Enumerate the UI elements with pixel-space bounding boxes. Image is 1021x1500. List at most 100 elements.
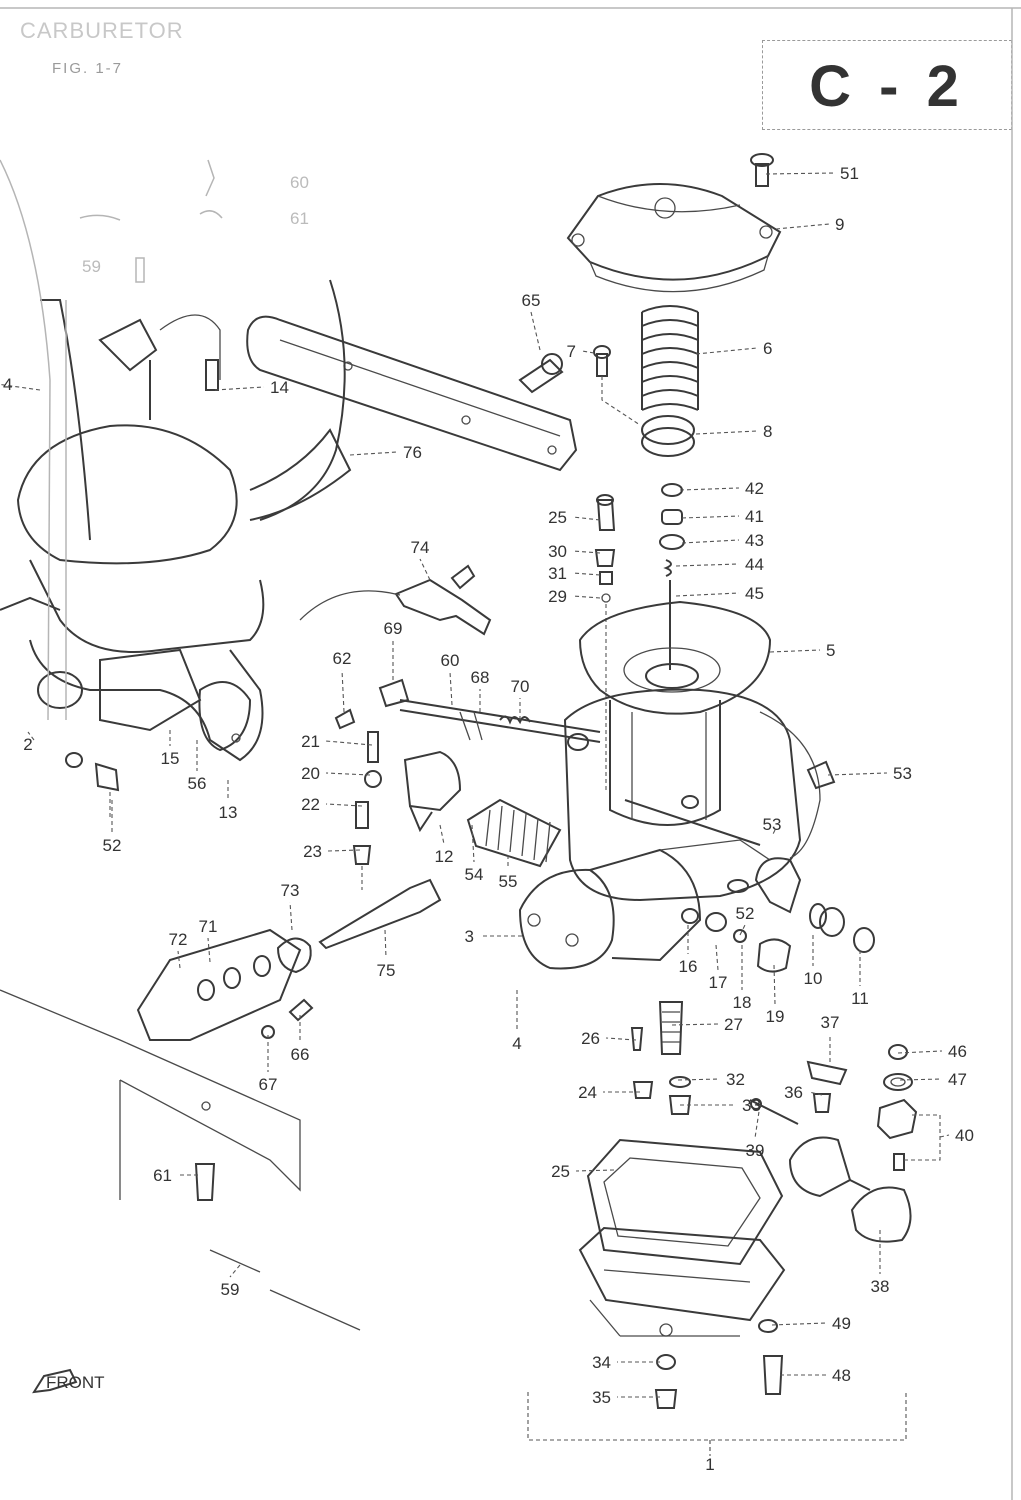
part-label-60: 60 [441, 651, 460, 670]
leader-line-76 [349, 451, 398, 456]
part-label-44: 44 [745, 555, 764, 574]
part-label-68: 68 [471, 668, 490, 687]
leader-line-54 [471, 824, 475, 863]
leader-line-32 [677, 1078, 721, 1081]
leader-line-40 [939, 1134, 950, 1138]
left-carburetor-assembly [0, 279, 352, 820]
part-label-53b: 53 [763, 815, 782, 834]
leader-line-29 [572, 595, 601, 599]
faint-ghost-parts [0, 159, 223, 721]
retainer-screw [593, 345, 641, 426]
leader-line-43 [681, 539, 740, 544]
leader-line-39 [754, 1104, 761, 1139]
part-label-70: 70 [511, 677, 530, 696]
leader-line-5 [769, 649, 821, 653]
part-label-38: 38 [871, 1277, 890, 1296]
part-label-2: 2 [23, 735, 32, 754]
part-label-7: 7 [567, 342, 576, 361]
part-label-5: 5 [826, 641, 835, 660]
faint-part-label-61: 61 [290, 209, 309, 228]
part-label-20: 20 [301, 764, 320, 783]
part-label-35: 35 [592, 1388, 611, 1407]
part-label-26: 26 [581, 1029, 600, 1048]
part-label-54: 54 [465, 865, 484, 884]
part-label-65: 65 [522, 291, 541, 310]
leader-line-7 [581, 350, 595, 354]
part-label-48: 48 [832, 1366, 851, 1385]
starter-plunger [403, 750, 562, 868]
leader-line-53b [771, 829, 776, 837]
part-label-32: 32 [726, 1070, 745, 1089]
part-label-53a: 53 [893, 764, 912, 783]
leader-line-42 [679, 487, 740, 491]
leader-lines [0, 172, 950, 1452]
part-label-16: 16 [679, 957, 698, 976]
leader-line-14 [214, 386, 265, 391]
leader-line-25a [572, 516, 601, 521]
leader-line-53a [827, 772, 888, 776]
part-label-4b: 4 [512, 1034, 521, 1053]
needle-retainer [641, 415, 695, 457]
part-label-22: 22 [301, 795, 320, 814]
leader-line-49 [771, 1322, 827, 1326]
part-label-13: 13 [219, 803, 238, 822]
main-jet-stack [630, 1001, 848, 1125]
part-label-72: 72 [169, 930, 188, 949]
part-label-25a: 25 [548, 508, 567, 527]
part-label-17: 17 [709, 973, 728, 992]
part-label-51: 51 [840, 164, 859, 183]
leader-line-44 [675, 563, 740, 567]
part-label-6: 6 [763, 339, 772, 358]
leader-line-27 [671, 1023, 719, 1026]
part-label-66: 66 [291, 1045, 310, 1064]
side-fittings [681, 903, 875, 973]
part-label-61: 61 [153, 1166, 172, 1185]
section-badge-text: C - 2 [809, 54, 965, 119]
part-label-46: 46 [948, 1042, 967, 1061]
figure-code: FIG. 1-7 [52, 60, 124, 77]
throttle-stop-screw [806, 760, 836, 790]
faint-part-label-60: 60 [290, 173, 309, 192]
assembly-bracket [527, 1392, 907, 1441]
leader-line-60 [449, 671, 453, 706]
float-chamber [578, 1138, 786, 1337]
leader-line-73 [289, 901, 293, 931]
leader-line-31 [572, 572, 601, 576]
mount-bracket-bar [246, 315, 578, 472]
leader-line-6 [695, 347, 758, 355]
part-label-31: 31 [548, 564, 567, 583]
part-label-45: 45 [745, 584, 764, 603]
leader-line-65 [530, 311, 541, 351]
throttle-lever [727, 857, 802, 914]
leader-line-46 [897, 1050, 943, 1054]
part-label-8: 8 [763, 422, 772, 441]
part-label-76: 76 [403, 443, 422, 462]
part-label-40: 40 [955, 1126, 974, 1145]
part-label-71: 71 [199, 917, 218, 936]
part-label-62: 62 [333, 649, 352, 668]
front-direction-mark: FRONT [32, 1368, 105, 1394]
part-label-34: 34 [592, 1353, 611, 1372]
part-label-19: 19 [766, 1007, 785, 1026]
leader-line-2 [27, 731, 35, 741]
part-label-55: 55 [499, 872, 518, 891]
part-label-33: 33 [742, 1096, 761, 1115]
part-label-12: 12 [435, 847, 454, 866]
part-label-74: 74 [411, 538, 430, 557]
leader-line-26 [605, 1037, 637, 1041]
part-label-41: 41 [745, 507, 764, 526]
leader-line-25b [575, 1169, 615, 1172]
leader-line-62 [341, 669, 345, 713]
leader-line-23 [327, 849, 361, 852]
part-label-14: 14 [270, 378, 289, 397]
part-label-11: 11 [851, 989, 869, 1008]
leader-line-9 [775, 223, 830, 230]
throttle-shaft [399, 699, 601, 743]
part-label-10: 10 [804, 969, 823, 988]
leader-line-52b [739, 924, 746, 936]
part-label-30: 30 [548, 542, 567, 561]
